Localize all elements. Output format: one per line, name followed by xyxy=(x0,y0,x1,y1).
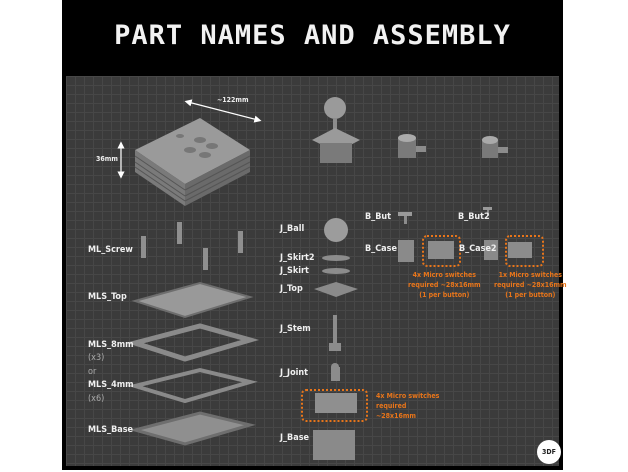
mls-base-plate xyxy=(129,411,256,446)
assembled-joystick xyxy=(312,97,360,163)
width-dimension: ~122mm xyxy=(217,96,249,104)
label-j-base: J_Base xyxy=(280,433,310,443)
screws xyxy=(141,222,243,270)
assembled-buttons xyxy=(398,134,508,158)
note-line: 4x Micro switches xyxy=(376,392,440,400)
button2-switch-note: 1x Micro switches required ~28x16mm (1 p… xyxy=(494,270,567,300)
label-b-but2: B_But2 xyxy=(458,212,490,222)
label-mls-4mm: MLS_4mm xyxy=(88,380,134,390)
label-ml-screw: ML_Screw xyxy=(88,245,133,255)
label-mls-base: MLS_Base xyxy=(88,425,134,435)
label-mls-8mm: MLS_8mm xyxy=(88,340,134,350)
width-dimension-arrow xyxy=(184,99,262,123)
page-title: PART NAMES AND ASSEMBLY xyxy=(114,20,511,51)
note-line: required xyxy=(376,402,407,410)
note-line: (1 per button) xyxy=(419,291,470,299)
micro-switch-highlight xyxy=(422,235,461,267)
label-j-top: J_Top xyxy=(280,284,303,294)
note-line: 1x Micro switches xyxy=(498,271,562,279)
height-dimension: 36mm xyxy=(96,155,118,163)
assembled-case xyxy=(134,118,251,206)
label-j-ball: J_Ball xyxy=(280,224,305,234)
micro-switch-highlight-2 xyxy=(505,235,544,267)
label-mls-top: MLS_Top xyxy=(88,292,127,302)
label-or: or xyxy=(88,367,97,377)
logo-3df: 3DF xyxy=(537,440,561,464)
note-line: required ~28x16mm xyxy=(408,281,481,289)
logo-text: 3DF xyxy=(542,448,556,456)
label-j-stem: J_Stem xyxy=(280,324,311,334)
label-mls-8mm-qty: (x3) xyxy=(88,353,105,363)
label-j-skirt2: J_Skirt2 xyxy=(280,253,315,263)
note-line: required ~28x16mm xyxy=(494,281,567,289)
label-b-case2: B_Case2 xyxy=(459,244,497,254)
mls-8mm-frame xyxy=(126,323,260,362)
joystick-switch-note: 4x Micro switches required ~28x16mm xyxy=(376,391,439,421)
render-background xyxy=(66,76,559,466)
note-line: 4x Micro switches xyxy=(412,271,476,279)
mls-top-plate xyxy=(131,281,254,319)
note-line: (1 per button) xyxy=(505,291,556,299)
button-switch-note: 4x Micro switches required ~28x16mm (1 p… xyxy=(408,270,481,300)
label-j-skirt: J_Skirt xyxy=(280,266,309,276)
label-b-but: B_But xyxy=(365,212,392,222)
joystick-switch-highlight xyxy=(301,389,368,422)
infographic-panel: PART NAMES AND ASSEMBLY xyxy=(62,0,563,470)
joystick-parts xyxy=(313,207,532,460)
label-b-case: B_Case xyxy=(365,244,397,254)
label-j-joint: J_Joint xyxy=(280,368,309,378)
mls-4mm-frame xyxy=(127,367,258,404)
note-line: ~28x16mm xyxy=(376,412,416,420)
label-mls-4mm-qty: (x6) xyxy=(88,394,105,404)
